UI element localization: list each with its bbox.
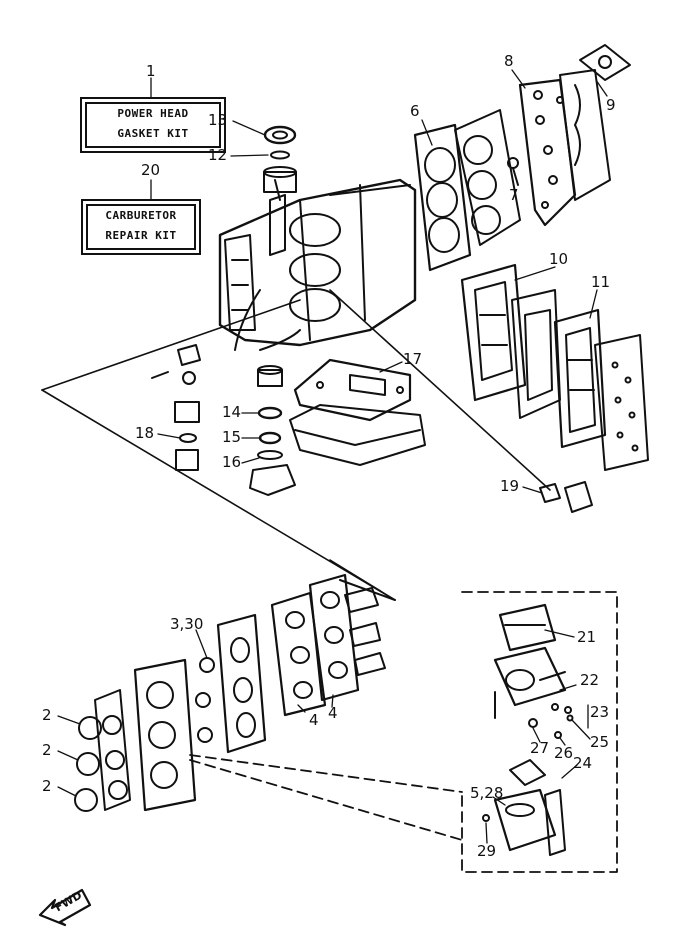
reed-valve-gasket-a [270, 591, 327, 717]
head-cover [559, 69, 611, 201]
callout-8: 8 [504, 52, 514, 70]
lower-casing [289, 404, 426, 466]
carburetor-gaskets [74, 716, 102, 812]
exhaust-outer-gasket [553, 308, 607, 449]
callout-20: 20 [141, 161, 161, 179]
bolt-7 [507, 157, 519, 186]
reed-valves [339, 579, 396, 676]
bleeder-parts [151, 344, 201, 471]
power-head-kit-line1: POWER HEAD [117, 107, 189, 120]
cylinder-head [454, 109, 521, 246]
float-bowl [493, 788, 566, 856]
callout-13: 13 [208, 111, 228, 129]
exhaust-outer-cover [594, 334, 649, 471]
carburetor-repair-kit-box: CARBURETOR REPAIR KIT [86, 204, 196, 250]
power-head-kit-line2: GASKET KIT [117, 127, 189, 140]
callout-1: 1 [146, 62, 156, 80]
callout-26: 26 [554, 744, 574, 762]
callout-4b: 4 [328, 704, 338, 722]
exhaust-inner-gasket [460, 263, 527, 402]
lower-bearing-stack [249, 365, 296, 496]
head-cover-gasket [518, 78, 577, 227]
callout-4a: 4 [309, 711, 319, 729]
callout-25: 25 [590, 733, 610, 751]
cylinder-head-gasket [413, 123, 472, 272]
callout-22: 22 [580, 671, 600, 689]
callout-19: 19 [500, 477, 520, 495]
carburetor-kit-line1: CARBURETOR [105, 209, 177, 222]
power-head-gasket-kit-box: POWER HEAD GASKET KIT [85, 102, 221, 148]
callout-7: 7 [509, 186, 519, 204]
callout-3-30: 3,30 [170, 615, 204, 633]
fuel-pump-19 [539, 481, 593, 513]
callout-2b: 2 [42, 741, 52, 759]
float-chamber-cover [498, 603, 557, 652]
callout-14: 14 [222, 403, 242, 421]
carburetor-body-detail [493, 646, 567, 707]
callout-9: 9 [606, 96, 616, 114]
callout-24: 24 [573, 754, 593, 772]
intake-silencer [94, 689, 131, 811]
callout-18: 18 [135, 424, 155, 442]
callout-12: 12 [208, 146, 228, 164]
callout-29: 29 [477, 842, 497, 860]
float [509, 759, 546, 786]
carburetor-kit-line2: REPAIR KIT [105, 229, 177, 242]
intake-manifold [216, 613, 267, 754]
fwd-arrow-icon [38, 888, 92, 927]
reed-valve-gasket-b [308, 573, 360, 702]
carburetor-kit-frame [189, 591, 618, 873]
callout-10: 10 [549, 250, 569, 268]
base-gasket [293, 358, 412, 422]
callout-2c: 2 [42, 777, 52, 795]
carburetor-bodies [133, 657, 215, 812]
callout-5-28: 5,28 [470, 784, 504, 802]
cylinder-block [218, 178, 417, 351]
drain-screw [482, 814, 490, 822]
callout-27: 27 [530, 739, 550, 757]
top-oil-seal [263, 125, 297, 193]
callout-15: 15 [222, 428, 242, 446]
callout-16: 16 [222, 453, 242, 471]
callout-11: 11 [591, 273, 611, 291]
leader-lines [57, 69, 608, 844]
callout-23: 23 [590, 703, 610, 721]
kit-boundary-lines [41, 289, 551, 601]
callout-17: 17 [403, 350, 423, 368]
callout-6: 6 [410, 102, 420, 120]
jets [494, 691, 574, 739]
thermostat-cover [579, 44, 631, 81]
callout-2a: 2 [42, 706, 52, 724]
callout-21: 21 [577, 628, 597, 646]
